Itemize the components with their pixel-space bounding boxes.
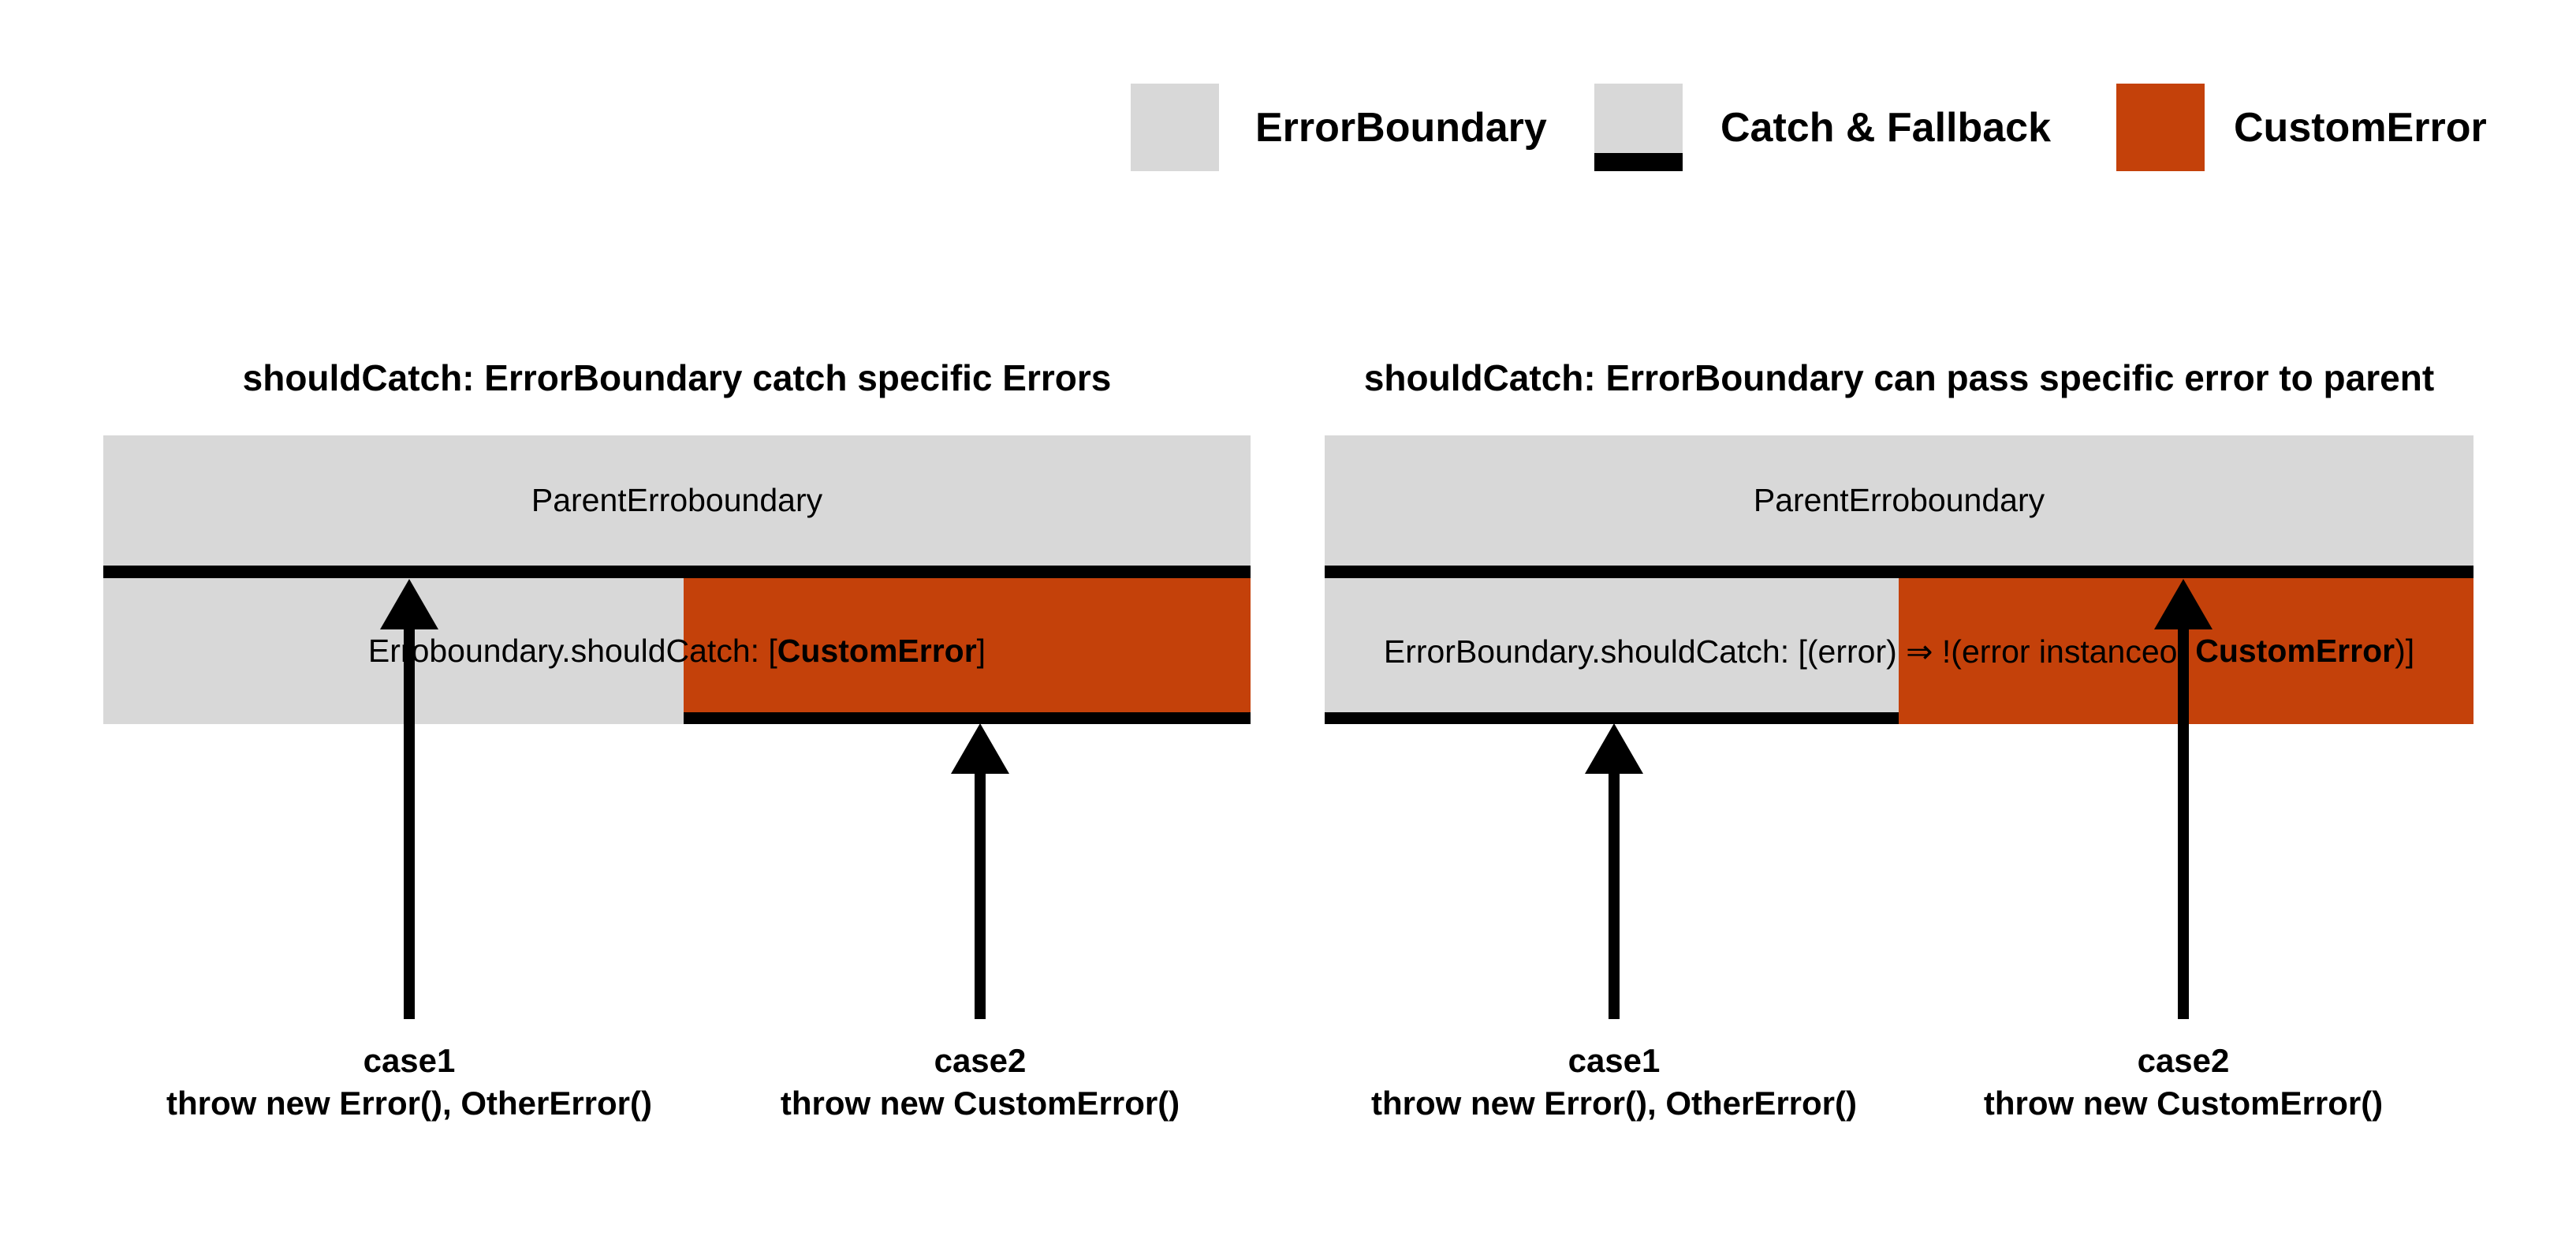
case-code: throw new CustomError() — [1983, 1085, 2384, 1122]
diagram2-case1-arrow-icon — [1585, 723, 1643, 774]
diagram2-case2-label: case2 throw new CustomError() — [1829, 1040, 2538, 1125]
diagram1-case2-label: case2 throw new CustomError() — [625, 1040, 1335, 1125]
case-code: throw new CustomError() — [780, 1085, 1180, 1122]
diagram2-parent-label: ParentErroboundary — [1753, 482, 2045, 518]
case-code: throw new Error(), OtherError() — [166, 1085, 653, 1122]
diagram1-case1-label: case1 throw new Error(), OtherError() — [54, 1040, 764, 1125]
legend-label-customerror: CustomError — [2234, 104, 2487, 151]
case-name: case1 — [363, 1042, 456, 1079]
diagram2-case2-arrow-shaft — [2178, 628, 2189, 1019]
diagram1-case2-arrow-icon — [951, 723, 1009, 774]
legend-swatch-errorboundary — [1131, 84, 1219, 171]
case-code: throw new Error(), OtherError() — [1370, 1085, 1858, 1122]
diagram2-child-catch-region — [1325, 578, 1899, 724]
diagram1-title: shouldCatch: ErrorBoundary catch specifi… — [242, 357, 1112, 398]
diagram1-case1-arrow-icon — [380, 579, 438, 629]
diagram1-parent-label: ParentErroboundary — [531, 482, 823, 518]
diagram2-case2-arrow-icon — [2154, 579, 2213, 629]
diagram1-case2-arrow-shaft — [975, 772, 986, 1019]
diagram1-case1-arrow-shaft — [404, 628, 415, 1019]
legend-label-catch-fallback: Catch & Fallback — [1720, 104, 2052, 151]
catch-underline-mark — [1594, 153, 1683, 171]
diagram1-child-errorboundary-bar: Erroboundary.shouldCatch: [CustomError] — [103, 578, 1251, 724]
diagram2-child-label: ErrorBoundary.shouldCatch: [(error) ⇒ !(… — [1383, 633, 2415, 670]
case-name: case1 — [1568, 1042, 1661, 1079]
diagram1-child-label: Erroboundary.shouldCatch: [CustomError] — [367, 633, 986, 669]
diagram2-parent-errorboundary-bar: ParentErroboundary — [1325, 435, 2473, 578]
case-name: case2 — [2137, 1042, 2230, 1079]
legend-label-errorboundary: ErrorBoundary — [1255, 104, 1547, 151]
diagram1-child-customerror-region — [684, 578, 1251, 724]
diagram2-child-errorboundary-bar: ErrorBoundary.shouldCatch: [(error) ⇒ !(… — [1325, 578, 2473, 724]
diagram1-parent-errorboundary-bar: ParentErroboundary — [103, 435, 1251, 578]
case-name: case2 — [934, 1042, 1027, 1079]
legend-swatch-customerror — [2116, 84, 2205, 171]
legend-swatch-catch-fallback — [1594, 84, 1683, 171]
diagram2-case1-arrow-shaft — [1609, 772, 1620, 1019]
diagram2-title: shouldCatch: ErrorBoundary can pass spec… — [1363, 357, 2435, 398]
diagram2-case1-label: case1 throw new Error(), OtherError() — [1259, 1040, 1969, 1125]
